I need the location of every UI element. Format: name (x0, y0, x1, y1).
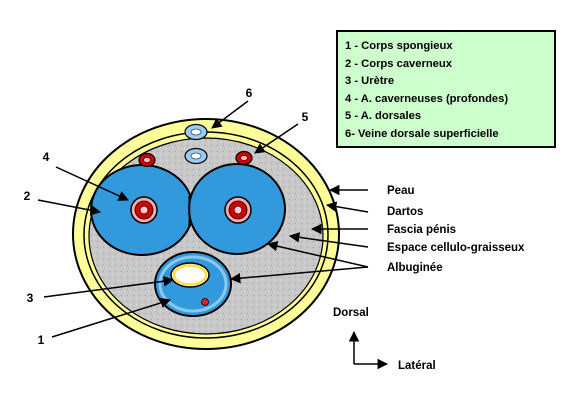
leader-albuginee-b (229, 266, 369, 284)
callout-2: 2 (24, 189, 31, 203)
leader-1 (51, 297, 172, 338)
cavernous-artery-right (224, 196, 252, 224)
label-espace: Espace cellulo-graisseux (387, 242, 525, 254)
label-peau: Peau (387, 185, 415, 197)
leader-dartos (325, 201, 369, 213)
leader-espace (288, 232, 369, 248)
leader-albuginee-a (266, 241, 369, 268)
dorsal-artery-left (138, 152, 156, 168)
dorsal-artery-right (235, 150, 253, 166)
cavernous-artery-left (130, 196, 158, 224)
legend-box: 1 - Corps spongieux 2 - Corps caverneux … (336, 30, 556, 148)
leader-6 (211, 100, 249, 129)
label-albuginee: Albuginée (387, 262, 443, 274)
legend-item-a-dorsales: 5 - A. dorsales (345, 110, 422, 122)
leader-2 (37, 199, 102, 216)
leader-4 (55, 166, 129, 201)
legend-item-a-caverneuses: 4 - A. caverneuses (profondes) (345, 92, 509, 105)
label-dorsal: Dorsal (333, 307, 369, 319)
callout-1: 1 (38, 333, 45, 347)
superficial-dorsal-vein (184, 123, 208, 141)
spongiosum-artery (201, 298, 209, 306)
callout-4: 4 (43, 150, 50, 164)
leader-5 (254, 123, 299, 154)
legend-item-corps-spongieux: 1 - Corps spongieux (345, 40, 453, 52)
albuginea-septum (188, 195, 191, 229)
label-fascia: Fascia pénis (387, 224, 456, 236)
tunica-spongiosum-ring (158, 255, 228, 313)
legend-item-veine-dorsale: 6- Veine dorsale superficielle (345, 127, 499, 140)
callout-5: 5 (302, 110, 309, 124)
callout-3: 3 (27, 291, 34, 305)
callout-6: 6 (246, 86, 253, 100)
legend-item-corps-caverneux: 2 - Corps caverneux (345, 57, 452, 70)
label-lateral: Latéral (398, 360, 436, 372)
urethra-wall (172, 264, 208, 286)
label-dartos: Dartos (387, 206, 423, 218)
legend-item-uretre: 3 - Urètre (345, 75, 395, 87)
leader-3 (43, 276, 175, 298)
deep-dorsal-vein (184, 147, 208, 165)
